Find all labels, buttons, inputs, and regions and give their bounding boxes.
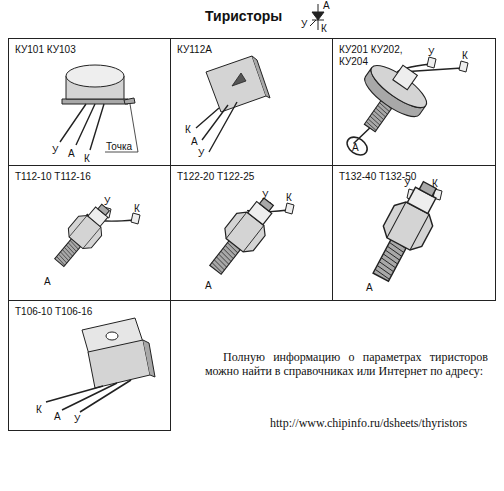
cell-box: Т122-20 Т122-25 (170, 165, 333, 301)
thread (378, 262, 394, 272)
lug (459, 61, 468, 72)
thread (65, 245, 75, 254)
cell-box: КУ101 КУ103 (8, 38, 171, 166)
pin-label: У (262, 190, 268, 201)
callout-text: Точка (106, 141, 132, 152)
thread (367, 119, 379, 128)
outline (393, 65, 418, 90)
mark-triangle (232, 73, 246, 86)
pin-label: А (44, 276, 51, 287)
pin-label: У (404, 178, 410, 189)
thread (60, 252, 70, 261)
key-tab (124, 98, 135, 104)
pin-label: А (68, 148, 75, 159)
thread (373, 111, 385, 120)
pin-label: К (462, 50, 468, 61)
pin-label: А (54, 411, 61, 422)
thread (377, 105, 389, 114)
thread (380, 258, 396, 268)
pin-label: К (84, 153, 90, 164)
cell-box: Т106-10 Т106-16 (8, 300, 171, 431)
lead (196, 102, 237, 152)
thread (218, 254, 230, 264)
thread (67, 243, 77, 252)
pin-label: У (52, 145, 58, 156)
pin-label: К (134, 203, 140, 214)
pin-label: К (432, 178, 438, 189)
anode-lug (344, 122, 379, 159)
outline (143, 340, 155, 377)
url-text: http://www.chipinfo.ru/dsheets/thyristor… (270, 418, 467, 429)
part-number: Т106-10 Т106-16 (15, 306, 93, 318)
outline (312, 12, 324, 20)
thread (58, 254, 68, 263)
cell-box: Т132-40 Т132-50 (332, 165, 496, 301)
thread (220, 251, 232, 261)
part-number: КУ201 КУ202, КУ204 (339, 44, 417, 68)
pin-label: У (74, 414, 80, 425)
thread (224, 246, 236, 256)
pin-label: А (191, 136, 198, 147)
thread (384, 250, 400, 260)
to18-package (60, 65, 135, 150)
part-number: Т112-10 Т112-16 (15, 171, 93, 183)
pin-label: К (286, 192, 292, 203)
pin-label: У (104, 196, 110, 207)
pin-label: А (323, 0, 330, 11)
caption: Полную информацию о параметрах тиристоро… (205, 350, 488, 378)
lead (46, 380, 131, 412)
outline (310, 20, 316, 26)
cell-box: Т112-10 Т112-16 (8, 165, 171, 301)
thread (63, 247, 73, 256)
stud-package (362, 175, 449, 288)
plastic-package (196, 56, 270, 152)
thread (365, 122, 377, 131)
lug (131, 213, 140, 224)
lead (60, 104, 104, 150)
mount-hole (106, 332, 118, 340)
stud-package (201, 191, 294, 281)
to220-package (46, 318, 155, 412)
outline (62, 99, 128, 104)
title: Тиристоры (205, 8, 282, 24)
thread (374, 269, 390, 279)
pin-label: К (36, 404, 42, 415)
outline (252, 56, 270, 98)
can-top (66, 65, 124, 87)
thread (211, 263, 223, 273)
stud-package (326, 51, 468, 171)
thread (371, 113, 383, 122)
thread (213, 260, 225, 270)
outline (312, 20, 324, 21)
thread (369, 116, 381, 125)
pin-label: У (198, 148, 204, 159)
thread (222, 248, 234, 258)
stud-package (48, 198, 140, 272)
pin-label: А (205, 280, 212, 291)
lug (285, 203, 294, 214)
pin-label: А (366, 282, 373, 293)
lug (427, 57, 436, 68)
leader-line (105, 104, 138, 152)
disk (365, 59, 432, 115)
part-number: КУ101 КУ103 (15, 44, 93, 56)
thread (375, 108, 387, 117)
part-number: Т122-20 Т122-25 (177, 171, 255, 183)
pin-label: У (301, 19, 307, 30)
thread (56, 256, 66, 265)
outline (88, 340, 150, 388)
pin-label: А (352, 142, 359, 153)
thread (382, 254, 398, 264)
thread (215, 257, 227, 267)
thread (376, 265, 392, 275)
thread (386, 246, 402, 256)
part-number: КУ112А (177, 44, 255, 56)
pin-label: У (428, 47, 434, 58)
pin-label: К (321, 23, 327, 34)
thread (61, 250, 71, 259)
pin-label: К (185, 124, 191, 135)
